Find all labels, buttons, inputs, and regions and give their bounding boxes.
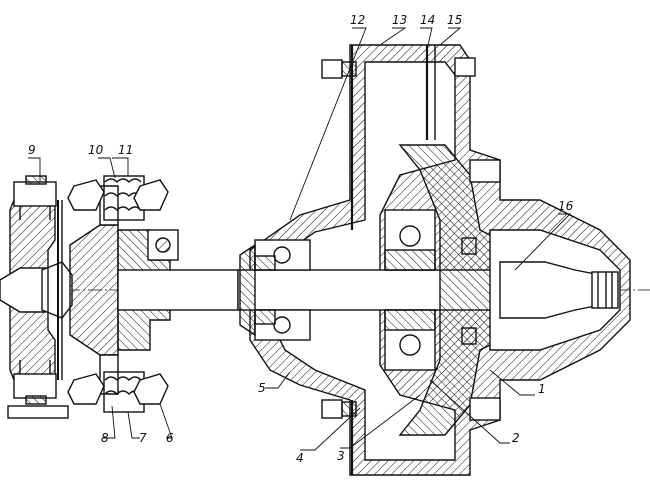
callout-13: 13 (392, 13, 407, 27)
callout-5: 5 (258, 381, 266, 395)
callout-3: 3 (337, 449, 345, 463)
callout-1: 1 (538, 382, 546, 396)
bearing-housing (237, 44, 631, 476)
callout-8: 8 (101, 431, 109, 445)
callout-16: 16 (558, 199, 574, 213)
callout-11: 11 (118, 143, 133, 157)
callout-6: 6 (166, 431, 174, 445)
callout-12: 12 (350, 13, 365, 27)
callout-14: 14 (420, 13, 435, 27)
callout-7: 7 (139, 431, 147, 445)
callout-9: 9 (28, 143, 36, 157)
callout-2: 2 (512, 431, 520, 445)
leader-lines (28, 27, 572, 451)
disc-coupling (0, 175, 239, 419)
callout-4: 4 (296, 451, 304, 465)
callout-10: 10 (88, 143, 104, 157)
callouts: 1 2 3 4 5 6 7 8 9 10 11 12 13 14 15 16 (28, 13, 574, 465)
callout-15: 15 (447, 13, 462, 27)
